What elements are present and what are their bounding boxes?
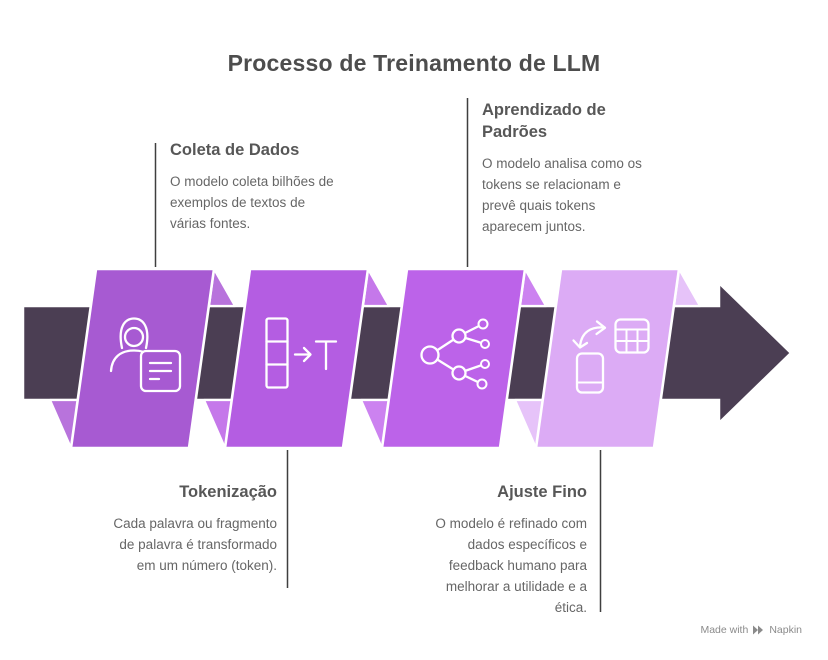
sync-arrow-arc (578, 326, 606, 348)
description-line: O modelo é refinado com (435, 516, 587, 531)
sync-arrow-head-right (595, 320, 607, 336)
band-step4-ajuste (534, 267, 681, 450)
step-description: O modelo é refinado com dados específico… (412, 513, 587, 618)
description-line: Cada palavra ou fragmento (113, 516, 277, 531)
network-nodes-icon (420, 318, 490, 390)
device-sync-table-icon (572, 318, 650, 394)
description-line: várias fontes. (170, 216, 251, 231)
made-with-napkin-link[interactable]: Made with Napkin (700, 624, 802, 636)
step-heading: Tokenização (179, 483, 277, 501)
heading-line: Aprendizado de (482, 101, 606, 119)
heading-line: Padrões (482, 123, 548, 141)
table-grid-lines (614, 328, 650, 354)
description-line: O modelo analisa como os (482, 156, 642, 171)
band-step3-aprendizado (380, 267, 527, 450)
napkin-logo-icon (753, 625, 764, 635)
description-line: exemplos de textos de (170, 195, 306, 210)
description-line: melhorar a utilidade e a (445, 579, 587, 594)
sync-arrow-head-left (572, 339, 589, 349)
person-with-document-icon (109, 317, 182, 393)
ribbon-bands (69, 267, 681, 450)
step-heading: Ajuste Fino (497, 483, 587, 501)
description-line: O modelo coleta bilhões de (170, 174, 334, 189)
callout-ajuste-fino: Ajuste Fino O modelo é refinado com dado… (412, 481, 587, 618)
network-node-leaf1 (477, 318, 489, 330)
band-step2-tokenizacao (223, 267, 370, 450)
table-shape (614, 318, 650, 354)
description-line: ética. (554, 600, 587, 615)
network-edges (428, 322, 487, 386)
callout-tokenizacao: Tokenização Cada palavra ou fragmento de… (87, 481, 277, 576)
network-node-leaf3 (480, 359, 490, 369)
napkin-brand-text: Napkin (769, 624, 802, 636)
network-node-mid-top (451, 328, 467, 344)
step-description: Cada palavra ou fragmento de palavra é t… (87, 513, 277, 576)
description-line: de palavra é transformado (119, 537, 277, 552)
network-node-leaf2 (480, 339, 490, 349)
description-line: feedback humano para (448, 558, 587, 573)
ribbon-folds (48, 267, 702, 450)
callout-coleta-de-dados: Coleta de Dados O modelo coleta bilhões … (170, 139, 380, 234)
token-dividers (265, 340, 289, 366)
connector-lines (154, 98, 602, 612)
letter-t (314, 340, 338, 371)
document-lines (148, 361, 173, 381)
description-line: aparecem juntos. (482, 219, 586, 234)
person-hair (119, 317, 149, 350)
arrow-head (302, 346, 312, 363)
callout-aprendizado-de-padroes: Aprendizado de Padrões O modelo analisa … (482, 99, 682, 237)
page-title: Processo de Treinamento de LLM (227, 50, 601, 76)
description-line: dados específicos e (467, 537, 587, 552)
tokens-to-t-icon (265, 317, 338, 389)
person-head (123, 326, 145, 348)
description-line: prevê quais tokens (482, 198, 596, 213)
token-column (265, 317, 289, 389)
step-heading: Aprendizado de Padrões (482, 99, 682, 143)
made-with-text: Made with (700, 624, 749, 636)
description-line: tokens se relacionam e (482, 177, 621, 192)
step-heading: Coleta de Dados (170, 141, 300, 159)
description-line: em um número (token). (136, 558, 277, 573)
step-description: O modelo coleta bilhões de exemplos de t… (170, 171, 348, 234)
network-node-leaf4 (476, 378, 488, 390)
phone-shape (575, 352, 605, 394)
step-description: O modelo analisa como os tokens se relac… (482, 153, 682, 237)
network-node-mid-bottom (451, 365, 467, 381)
network-node-root (420, 345, 440, 365)
